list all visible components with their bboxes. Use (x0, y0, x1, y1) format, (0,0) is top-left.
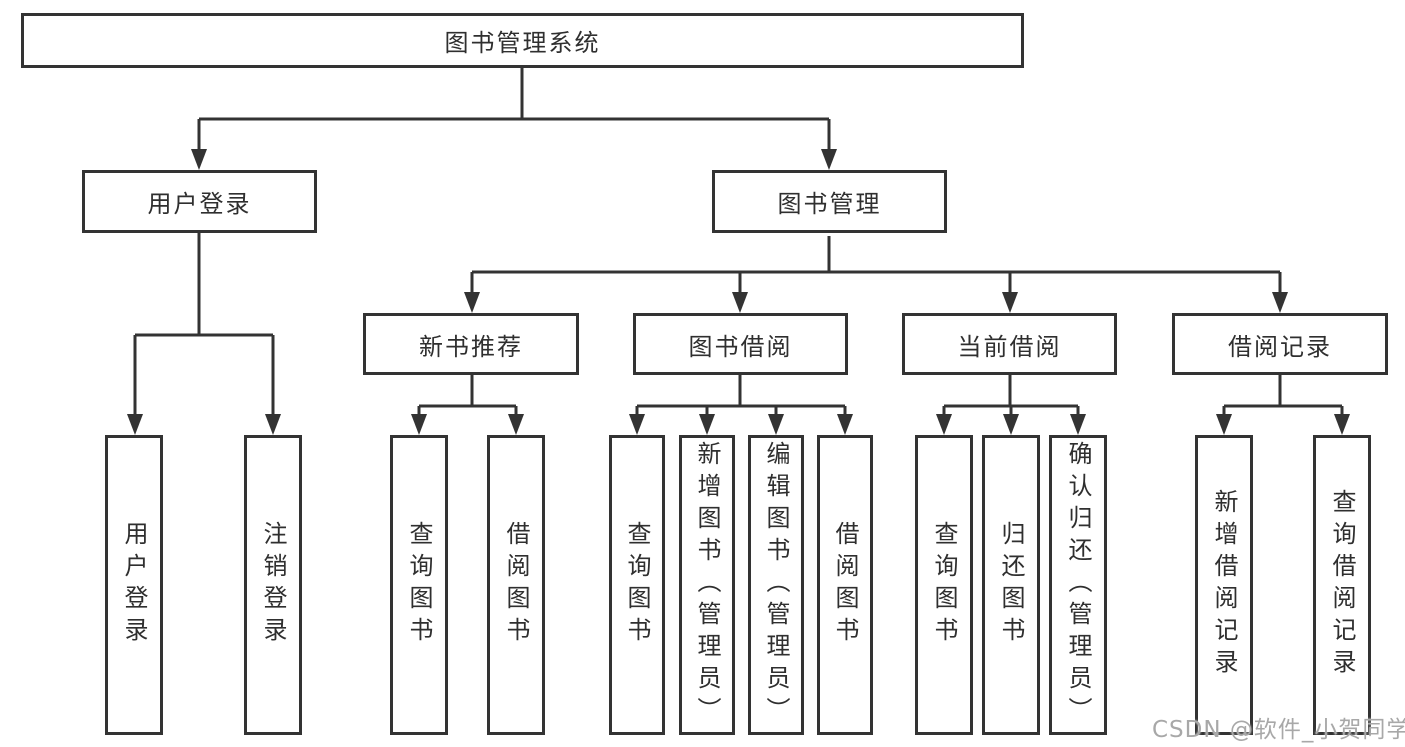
node-new-book-recommend: 新书推荐 (363, 313, 579, 375)
arrowhead-icon (191, 149, 207, 170)
leaf-add-borrow-record-label: 新增借阅记录 (1210, 489, 1238, 681)
arrowhead-icon (837, 414, 853, 435)
node-library-system: 图书管理系统 (21, 13, 1024, 68)
node-borrow-records: 借阅记录 (1172, 313, 1388, 375)
leaf-confirm-return-admin-label: 确认归还（管理员） (1064, 441, 1092, 729)
leaf-query-books-recommend: 查询图书 (390, 435, 448, 735)
leaf-query-books-borrow: 查询图书 (609, 435, 665, 735)
leaf-user-login: 用户登录 (105, 435, 163, 735)
leaf-logout: 注销登录 (244, 435, 302, 735)
arrowhead-icon (411, 414, 427, 435)
leaf-user-login-label: 用户登录 (120, 521, 148, 649)
leaf-borrow-books: 借阅图书 (817, 435, 873, 735)
leaf-query-books-recommend-label: 查询图书 (405, 521, 433, 649)
arrowhead-icon (464, 292, 480, 313)
leaf-return-books: 归还图书 (982, 435, 1040, 735)
leaf-edit-books-admin-label: 编辑图书（管理员） (762, 441, 790, 729)
leaf-query-books-current-label: 查询图书 (930, 521, 958, 649)
leaf-query-books-borrow-label: 查询图书 (623, 521, 651, 649)
arrowhead-icon (1272, 292, 1288, 313)
node-book-borrow: 图书借阅 (633, 313, 848, 375)
node-current-borrow-label: 当前借阅 (957, 332, 1062, 361)
arrowhead-icon (1070, 414, 1086, 435)
node-borrow-records-label: 借阅记录 (1228, 332, 1332, 361)
leaf-confirm-return-admin: 确认归还（管理员） (1049, 435, 1107, 735)
arrowhead-icon (127, 414, 143, 435)
leaf-add-books-admin-label: 新增图书（管理员） (693, 441, 721, 729)
node-library-system-label: 图书管理系统 (444, 29, 601, 57)
arrowhead-icon (1334, 414, 1350, 435)
arrowhead-icon (629, 414, 645, 435)
arrowhead-icon (699, 414, 715, 435)
leaf-return-books-label: 归还图书 (997, 521, 1025, 649)
arrowhead-icon (768, 414, 784, 435)
arrowhead-icon (508, 414, 524, 435)
node-user-login: 用户登录 (82, 170, 317, 233)
arrowheads (127, 149, 1350, 435)
arrowhead-icon (1216, 414, 1232, 435)
leaf-logout-label: 注销登录 (259, 521, 287, 649)
leaf-query-borrow-record-label: 查询借阅记录 (1328, 489, 1356, 681)
csdn-watermark: CSDN @软件_小贺同学 (1152, 717, 1405, 743)
leaf-add-borrow-record: 新增借阅记录 (1195, 435, 1253, 735)
node-book-management: 图书管理 (712, 170, 947, 233)
node-current-borrow: 当前借阅 (902, 313, 1117, 375)
leaf-query-borrow-record: 查询借阅记录 (1313, 435, 1371, 735)
leaf-borrow-books-recommend-label: 借阅图书 (502, 521, 530, 649)
leaf-borrow-books-recommend: 借阅图书 (487, 435, 545, 735)
node-book-management-label: 图书管理 (777, 190, 882, 218)
node-book-borrow-label: 图书借阅 (688, 332, 793, 361)
arrowhead-icon (821, 149, 837, 170)
arrowhead-icon (1002, 292, 1018, 313)
arrowhead-icon (1003, 414, 1019, 435)
node-new-book-recommend-label: 新书推荐 (419, 332, 523, 361)
leaf-add-books-admin: 新增图书（管理员） (679, 435, 735, 735)
leaf-query-books-current: 查询图书 (915, 435, 973, 735)
arrowhead-icon (265, 414, 281, 435)
arrowhead-icon (732, 292, 748, 313)
leaf-edit-books-admin: 编辑图书（管理员） (748, 435, 804, 735)
leaf-borrow-books-label: 借阅图书 (831, 521, 859, 649)
node-user-login-label: 用户登录 (147, 190, 252, 218)
arrowhead-icon (936, 414, 952, 435)
tree-edges (133, 68, 1344, 420)
